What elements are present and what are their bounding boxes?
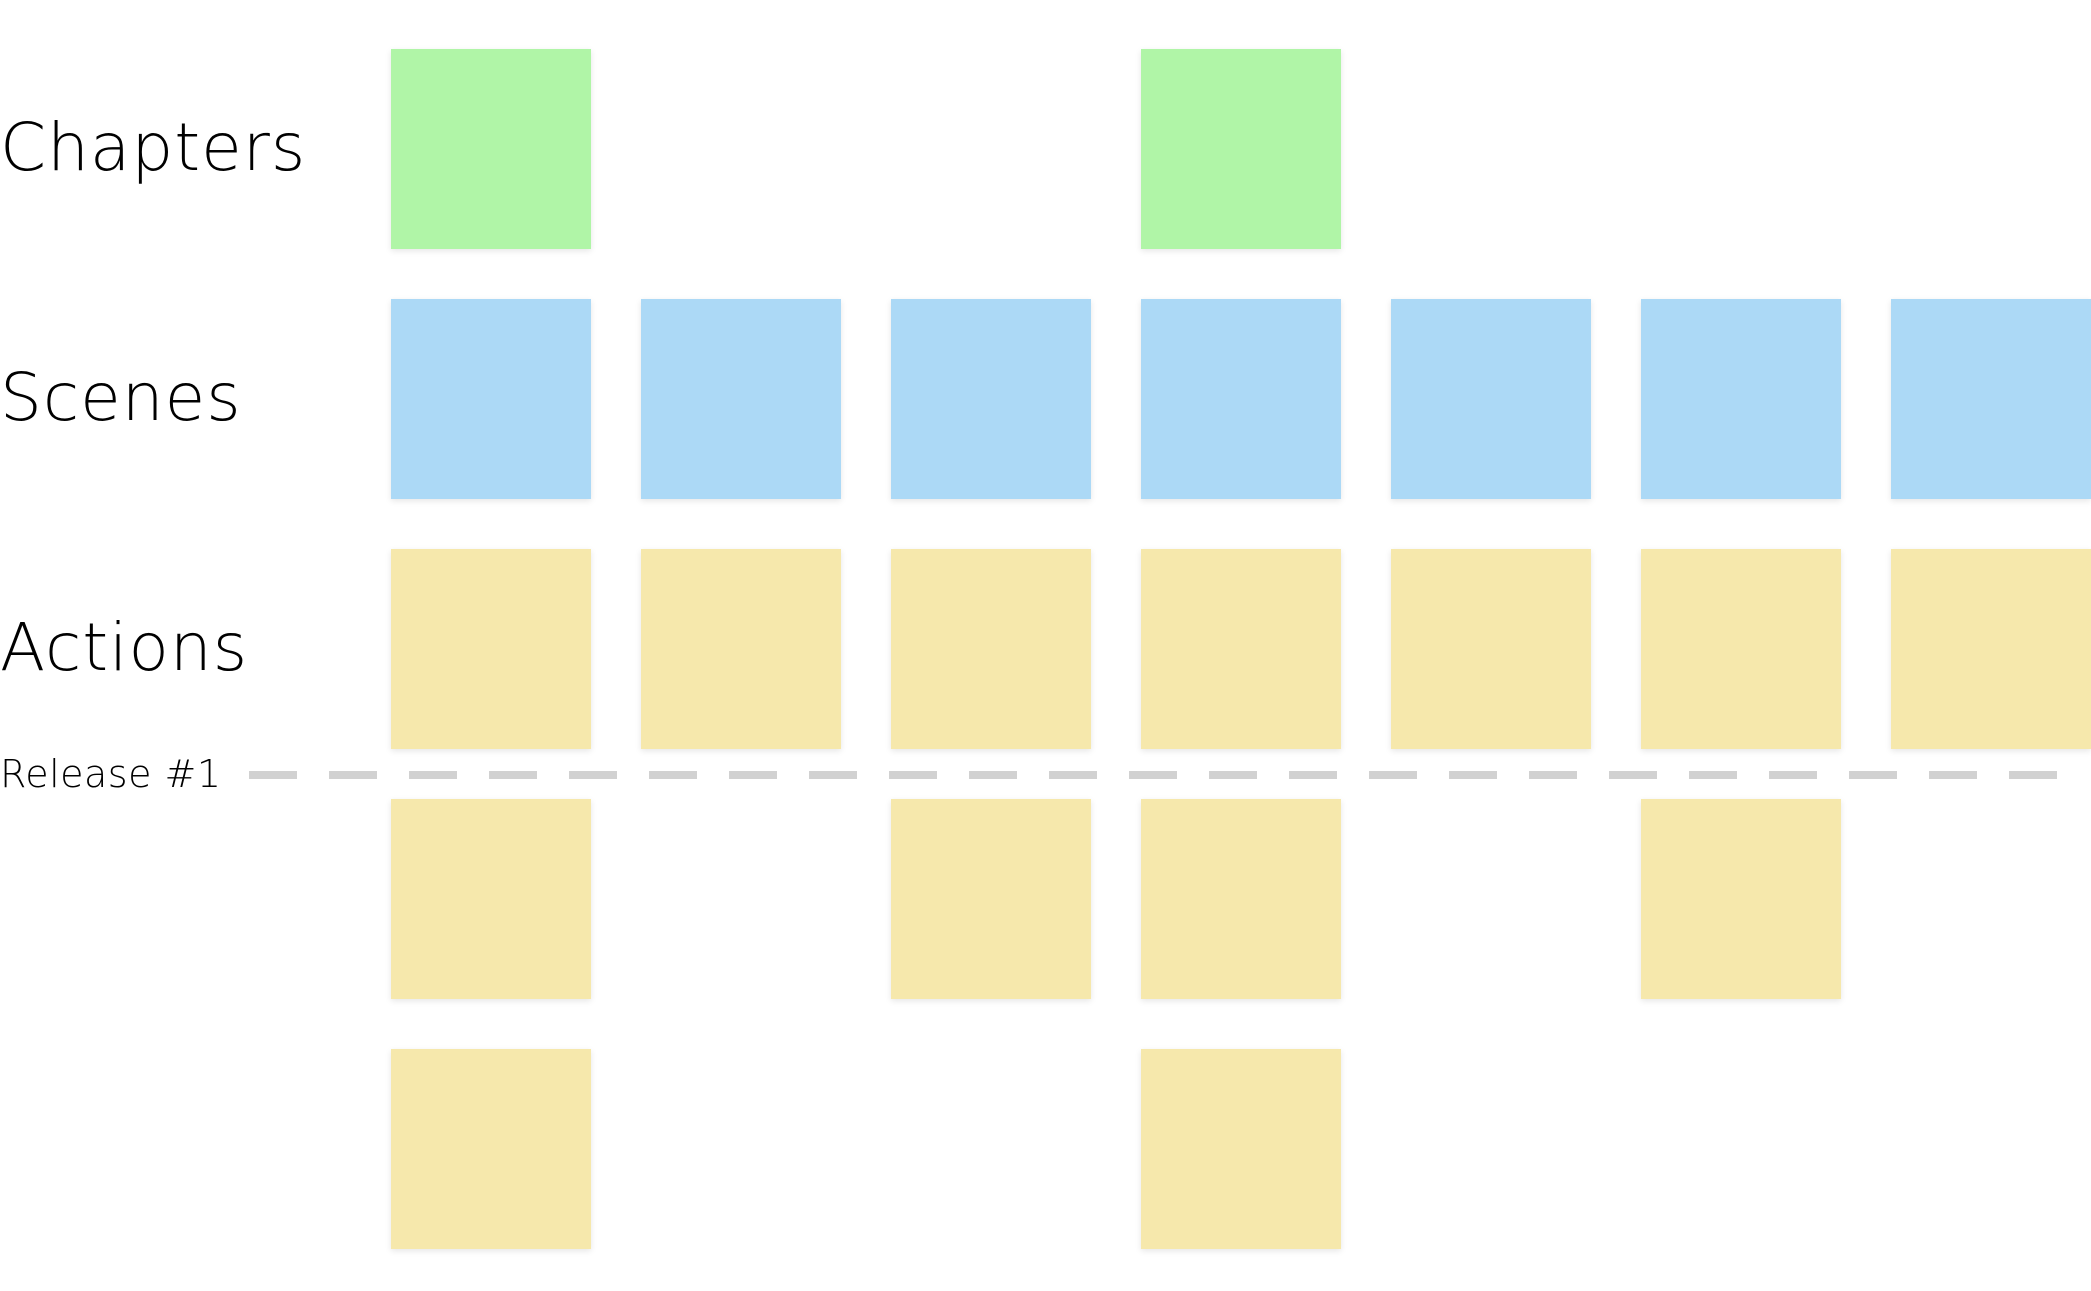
scene-card[interactable] [1391,299,1591,499]
action-card[interactable] [1141,799,1341,999]
action-card[interactable] [641,549,841,749]
action-card[interactable] [1141,549,1341,749]
release-divider-dash [649,771,697,779]
action-card[interactable] [1141,1049,1341,1249]
release-divider-dash [1449,771,1497,779]
action-card[interactable] [1891,549,2091,749]
action-card[interactable] [1641,549,1841,749]
release-divider-dash [489,771,537,779]
scene-card[interactable] [1891,299,2091,499]
action-card[interactable] [391,799,591,999]
release-divider-dash [889,771,937,779]
chapter-card[interactable] [1141,49,1341,249]
scene-card[interactable] [891,299,1091,499]
scene-card[interactable] [1641,299,1841,499]
release-divider-dash [1129,771,1177,779]
action-card[interactable] [1641,799,1841,999]
release-divider-dash [1369,771,1417,779]
release-divider-dash [409,771,457,779]
release-divider-dash [1209,771,1257,779]
row-label-chapters: Chapters [0,109,307,186]
action-card[interactable] [891,799,1091,999]
row-label-scenes: Scenes [0,359,242,436]
release-divider-dash [329,771,377,779]
release-divider-dash [249,771,297,779]
release-divider-dash [1929,771,1977,779]
release-divider-dash [1529,771,1577,779]
release-divider-dash [1289,771,1337,779]
row-label-actions: Actions [0,609,249,686]
action-card[interactable] [391,1049,591,1249]
release-divider-dash [969,771,1017,779]
release-label: Release #1 [0,752,222,796]
release-divider-dash [569,771,617,779]
action-card[interactable] [1391,549,1591,749]
release-divider-dash [1849,771,1897,779]
release-divider-dash [2009,771,2057,779]
scene-card[interactable] [641,299,841,499]
release-divider-dash [1049,771,1097,779]
scene-card[interactable] [391,299,591,499]
release-divider-dash [1689,771,1737,779]
release-divider-dash [809,771,857,779]
chapter-card[interactable] [391,49,591,249]
release-divider-dash [729,771,777,779]
release-divider-dash [1769,771,1817,779]
release-divider-dash [1609,771,1657,779]
action-card[interactable] [891,549,1091,749]
action-card[interactable] [391,549,591,749]
scene-card[interactable] [1141,299,1341,499]
